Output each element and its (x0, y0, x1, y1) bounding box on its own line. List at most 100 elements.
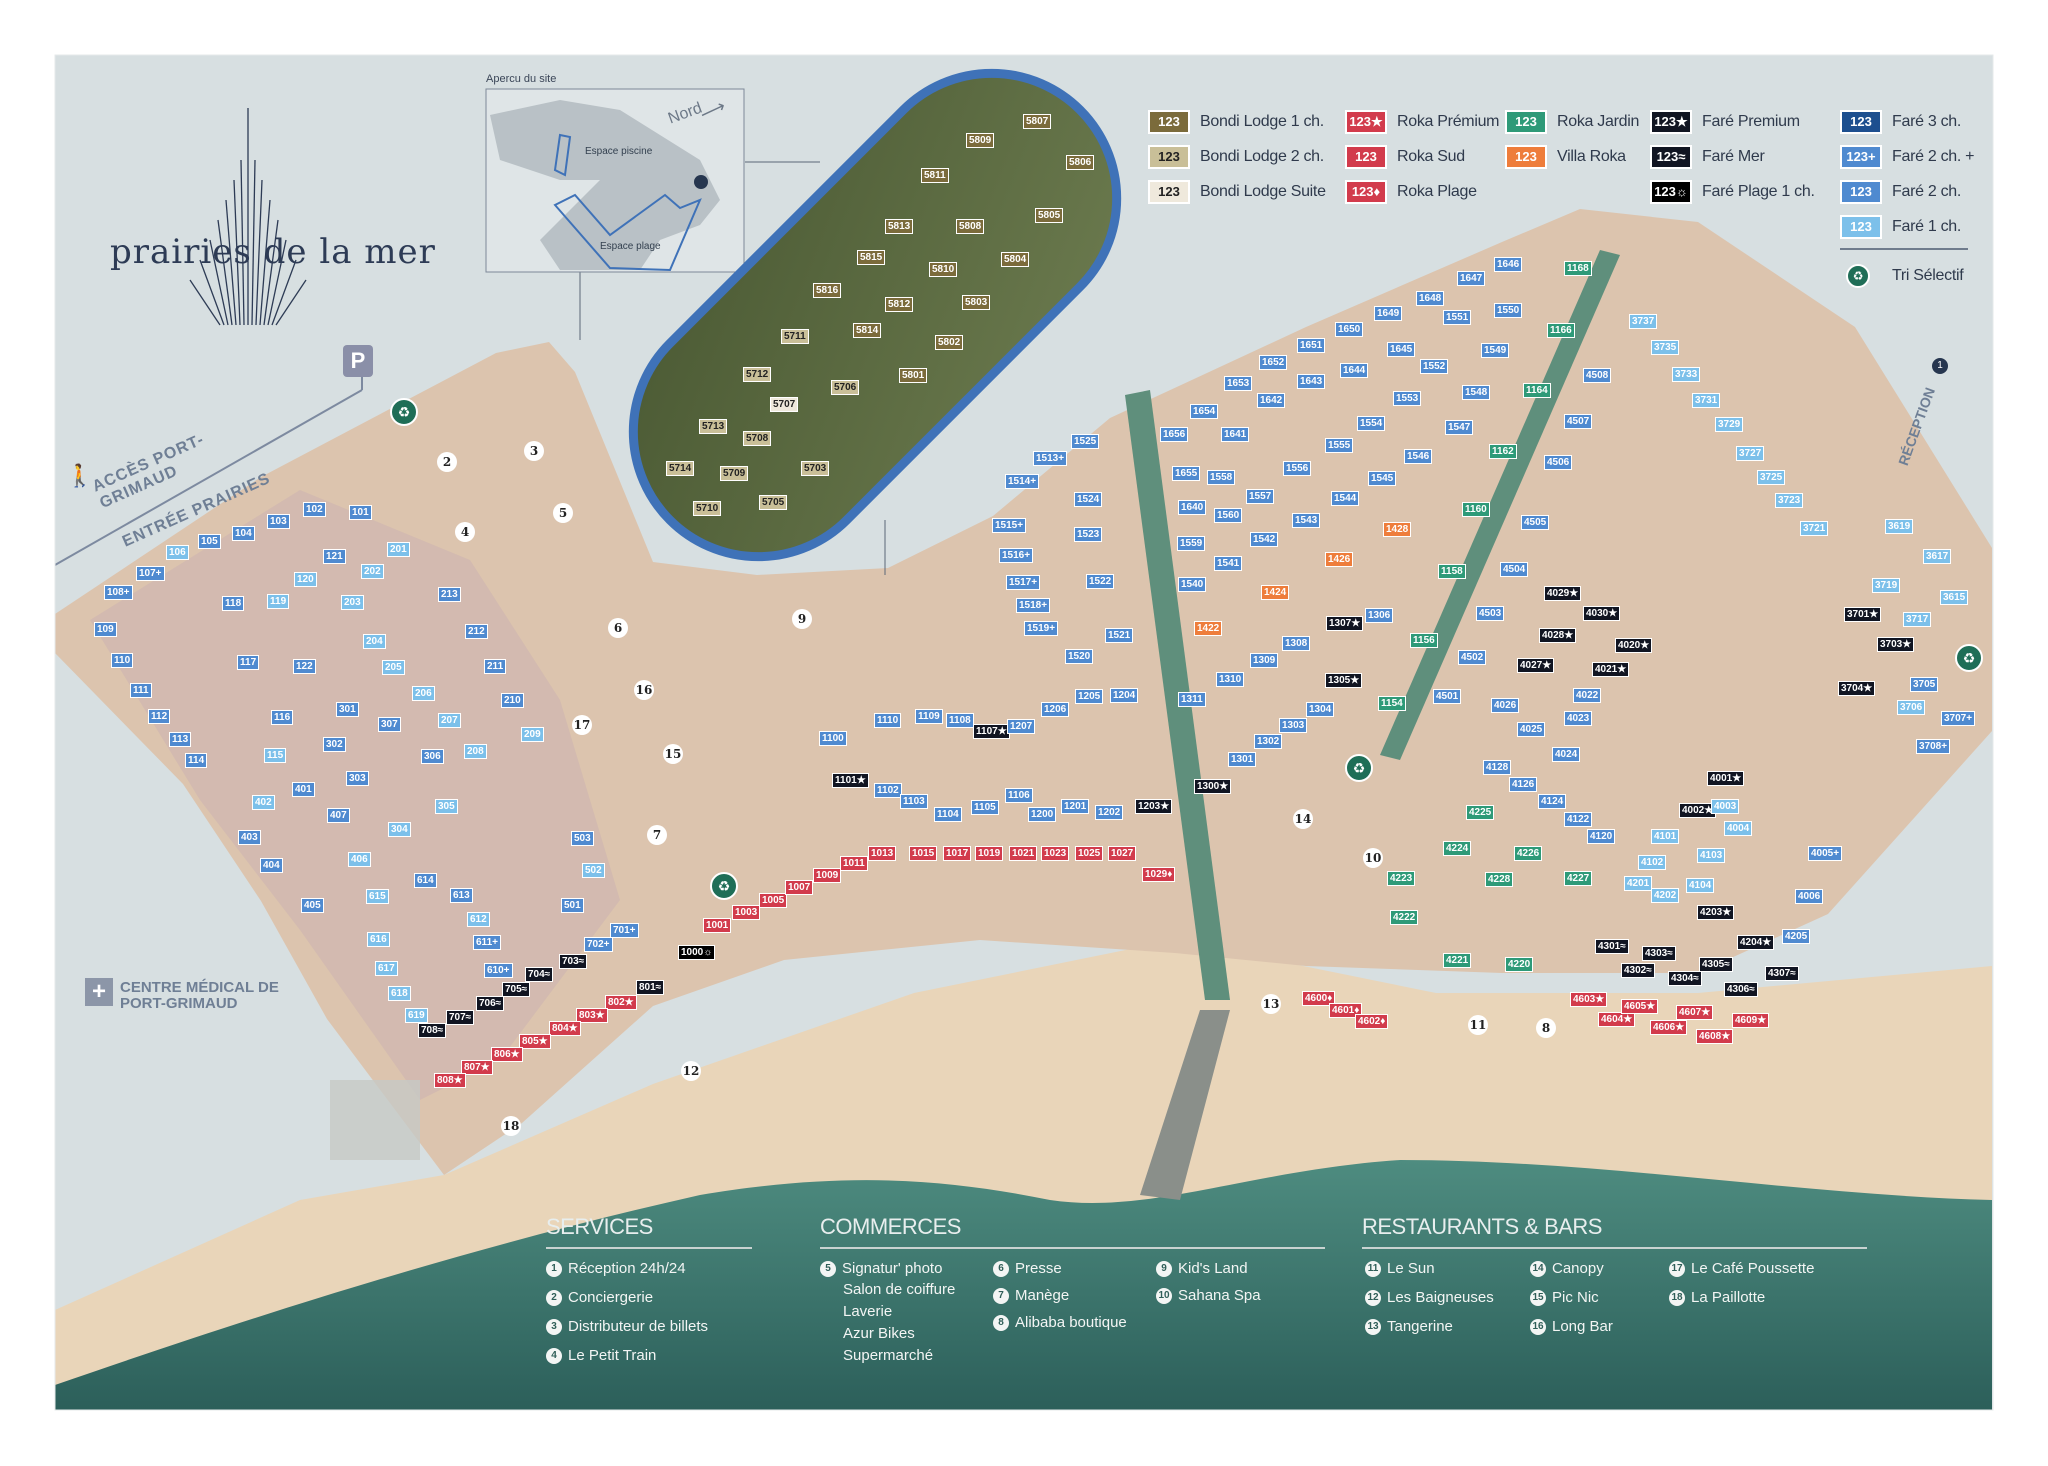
unit-label-807[interactable]: 807★ (461, 1060, 493, 1075)
unit-label-4028[interactable]: 4028★ (1539, 628, 1577, 643)
unit-label-120[interactable]: 120 (294, 572, 317, 587)
unit-label-3727[interactable]: 3727 (1736, 446, 1765, 461)
unit-label-4026[interactable]: 4026 (1491, 698, 1520, 713)
unit-label-1005[interactable]: 1005 (759, 893, 788, 908)
unit-label-1542[interactable]: 1542 (1250, 532, 1279, 547)
unit-label-5804[interactable]: 5804 (1001, 252, 1030, 267)
unit-label-802[interactable]: 802★ (605, 995, 637, 1010)
unit-label-1525[interactable]: 1525 (1071, 434, 1100, 449)
unit-label-4122[interactable]: 4122 (1564, 812, 1593, 827)
unit-label-4501[interactable]: 4501 (1433, 689, 1462, 704)
unit-label-3704[interactable]: 3704★ (1838, 681, 1876, 696)
unit-label-1200[interactable]: 1200 (1028, 807, 1057, 822)
unit-label-4025[interactable]: 4025 (1517, 722, 1546, 737)
unit-label-1308[interactable]: 1308 (1282, 636, 1311, 651)
unit-label-405[interactable]: 405 (301, 898, 324, 913)
unit-label-1643[interactable]: 1643 (1297, 374, 1326, 389)
unit-label-118[interactable]: 118 (222, 596, 245, 611)
unit-label-3723[interactable]: 3723 (1775, 493, 1804, 508)
unit-label-5712[interactable]: 5712 (743, 367, 772, 382)
poi-marker-11[interactable]: 11 (1468, 1015, 1488, 1035)
unit-label-1560[interactable]: 1560 (1214, 508, 1243, 523)
unit-label-615[interactable]: 615 (366, 889, 389, 904)
unit-label-1516[interactable]: 1516+ (999, 548, 1034, 563)
unit-label-302[interactable]: 302 (323, 737, 346, 752)
unit-label-1540[interactable]: 1540 (1178, 577, 1207, 592)
unit-label-4306[interactable]: 4306≈ (1724, 982, 1758, 997)
unit-label-103[interactable]: 103 (267, 514, 290, 529)
unit-label-5805[interactable]: 5805 (1035, 208, 1064, 223)
unit-label-5705[interactable]: 5705 (759, 495, 788, 510)
unit-label-1555[interactable]: 1555 (1325, 438, 1354, 453)
unit-label-4307[interactable]: 4307≈ (1765, 966, 1799, 981)
unit-label-5711[interactable]: 5711 (781, 329, 809, 344)
unit-label-4103[interactable]: 4103 (1697, 848, 1726, 863)
unit-label-1110[interactable]: 1110 (874, 713, 902, 728)
unit-label-1310[interactable]: 1310 (1216, 672, 1245, 687)
unit-label-1426[interactable]: 1426 (1325, 552, 1354, 567)
unit-label-4222[interactable]: 4222 (1390, 910, 1419, 925)
unit-label-4001[interactable]: 4001★ (1707, 771, 1745, 786)
unit-label-1656[interactable]: 1656 (1160, 427, 1189, 442)
unit-label-304[interactable]: 304 (388, 822, 411, 837)
unit-label-705[interactable]: 705≈ (502, 982, 531, 997)
unit-label-1154[interactable]: 1154 (1378, 696, 1406, 711)
unit-label-1518[interactable]: 1518+ (1016, 598, 1051, 613)
unit-label-3706[interactable]: 3706 (1897, 700, 1926, 715)
unit-label-1108[interactable]: 1108 (946, 713, 974, 728)
unit-label-1644[interactable]: 1644 (1340, 363, 1369, 378)
unit-label-4606[interactable]: 4606★ (1650, 1020, 1688, 1035)
unit-label-5801[interactable]: 5801 (899, 368, 928, 383)
unit-label-210[interactable]: 210 (501, 693, 524, 708)
unit-label-1306[interactable]: 1306 (1365, 608, 1394, 623)
unit-label-4604[interactable]: 4604★ (1598, 1012, 1636, 1027)
unit-label-401[interactable]: 401 (292, 782, 315, 797)
unit-label-4202[interactable]: 4202 (1651, 888, 1680, 903)
unit-label-4221[interactable]: 4221 (1443, 953, 1472, 968)
unit-label-706[interactable]: 706≈ (476, 996, 505, 1011)
unit-label-1647[interactable]: 1647 (1457, 271, 1486, 286)
poi-marker-15[interactable]: 15 (663, 744, 683, 764)
unit-label-5806[interactable]: 5806 (1066, 155, 1095, 170)
unit-label-3615[interactable]: 3615 (1940, 590, 1969, 605)
unit-label-611[interactable]: 611+ (473, 935, 501, 950)
unit-label-1162[interactable]: 1162 (1489, 444, 1517, 459)
unit-label-5810[interactable]: 5810 (929, 262, 958, 277)
unit-label-102[interactable]: 102 (303, 502, 326, 517)
poi-marker-6[interactable]: 6 (608, 618, 628, 638)
unit-label-1166[interactable]: 1166 (1547, 323, 1575, 338)
unit-label-4223[interactable]: 4223 (1387, 871, 1416, 886)
unit-label-108[interactable]: 108+ (104, 585, 133, 600)
unit-label-613[interactable]: 613 (450, 888, 473, 903)
poi-marker-17[interactable]: 17 (572, 715, 592, 735)
unit-label-4005[interactable]: 4005+ (1808, 846, 1843, 861)
unit-label-3725[interactable]: 3725 (1757, 470, 1786, 485)
unit-label-1309[interactable]: 1309 (1250, 653, 1279, 668)
unit-label-4226[interactable]: 4226 (1514, 846, 1543, 861)
unit-label-306[interactable]: 306 (421, 749, 444, 764)
unit-label-1029[interactable]: 1029♦ (1142, 867, 1176, 882)
unit-label-5812[interactable]: 5812 (885, 297, 914, 312)
unit-label-704[interactable]: 704≈ (525, 967, 554, 982)
unit-label-112[interactable]: 112 (148, 709, 171, 724)
unit-label-1207[interactable]: 1207 (1007, 719, 1036, 734)
unit-label-4227[interactable]: 4227 (1564, 871, 1593, 886)
unit-label-5708[interactable]: 5708 (743, 431, 772, 446)
poi-marker-7[interactable]: 7 (647, 825, 667, 845)
unit-label-204[interactable]: 204 (363, 634, 386, 649)
unit-label-1552[interactable]: 1552 (1420, 359, 1449, 374)
unit-label-1156[interactable]: 1156 (1410, 633, 1438, 648)
unit-label-121[interactable]: 121 (323, 549, 346, 564)
unit-label-3707[interactable]: 3707+ (1941, 711, 1976, 726)
unit-label-206[interactable]: 206 (412, 686, 435, 701)
unit-label-3721[interactable]: 3721 (1800, 521, 1829, 536)
unit-label-4020[interactable]: 4020★ (1615, 638, 1653, 653)
unit-label-209[interactable]: 209 (521, 727, 544, 742)
unit-label-708[interactable]: 708≈ (418, 1023, 447, 1038)
unit-label-4030[interactable]: 4030★ (1583, 606, 1621, 621)
unit-label-1653[interactable]: 1653 (1224, 376, 1253, 391)
unit-label-4022[interactable]: 4022 (1573, 688, 1602, 703)
unit-label-3731[interactable]: 3731 (1692, 393, 1721, 408)
unit-label-4504[interactable]: 4504 (1500, 562, 1529, 577)
unit-label-503[interactable]: 503 (571, 831, 594, 846)
